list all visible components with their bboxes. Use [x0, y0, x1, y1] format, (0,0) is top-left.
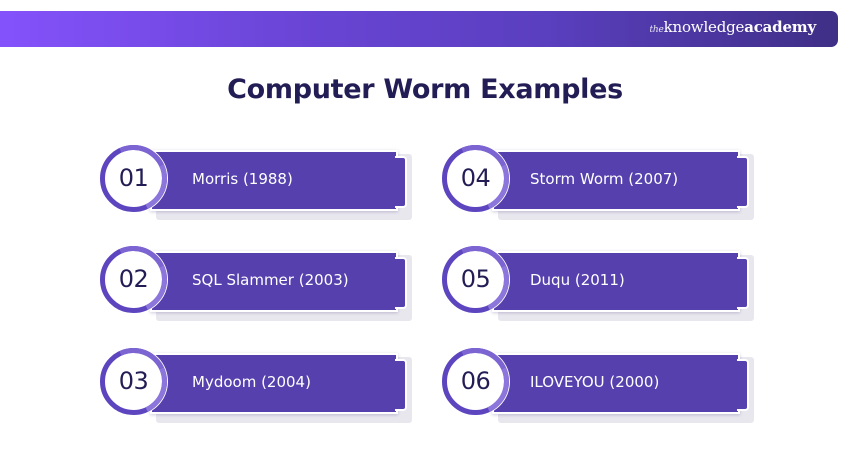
- card-tab: [737, 156, 749, 208]
- card-number: 05: [460, 265, 491, 293]
- card-number: 03: [118, 367, 149, 395]
- worm-card-01: Morris (1988) 01: [100, 145, 420, 220]
- card-tab: [737, 359, 749, 411]
- brand-academy: academy: [744, 18, 816, 36]
- worm-card-04: Storm Worm (2007) 04: [442, 145, 762, 220]
- card-label: ILOVEYOU (2000): [530, 373, 660, 391]
- card-number: 06: [460, 367, 491, 395]
- worm-card-05: Duqu (2011) 05: [442, 246, 762, 321]
- brand-the: the: [649, 25, 664, 35]
- card-tab: [737, 257, 749, 309]
- number-badge: 04: [442, 145, 509, 212]
- number-badge: 03: [100, 348, 167, 415]
- card-bar: [150, 150, 398, 211]
- card-label: Storm Worm (2007): [530, 170, 679, 188]
- number-badge: 01: [100, 145, 167, 212]
- card-number: 01: [118, 164, 149, 192]
- number-badge: 02: [100, 246, 167, 313]
- number-badge: 06: [442, 348, 509, 415]
- card-number: 02: [118, 265, 149, 293]
- card-label: Duqu (2011): [530, 271, 625, 289]
- worm-card-03: Mydoom (2004) 03: [100, 348, 420, 423]
- card-tab: [395, 156, 407, 208]
- card-number: 04: [460, 164, 491, 192]
- brand-logo: theknowledgeacademy: [649, 18, 816, 36]
- number-badge: 05: [442, 246, 509, 313]
- card-label: Mydoom (2004): [192, 373, 311, 391]
- card-bar: [492, 150, 740, 211]
- card-bar: [492, 353, 740, 414]
- card-label: Morris (1988): [192, 170, 293, 188]
- brand-knowledge: knowledge: [663, 18, 745, 36]
- worm-card-06: ILOVEYOU (2000) 06: [442, 348, 762, 423]
- header-banner: theknowledgeacademy: [0, 11, 838, 47]
- card-label: SQL Slammer (2003): [192, 271, 349, 289]
- worm-card-02: SQL Slammer (2003) 02: [100, 246, 420, 321]
- page-title: Computer Worm Examples: [227, 74, 623, 105]
- card-tab: [395, 359, 407, 411]
- card-tab: [395, 257, 407, 309]
